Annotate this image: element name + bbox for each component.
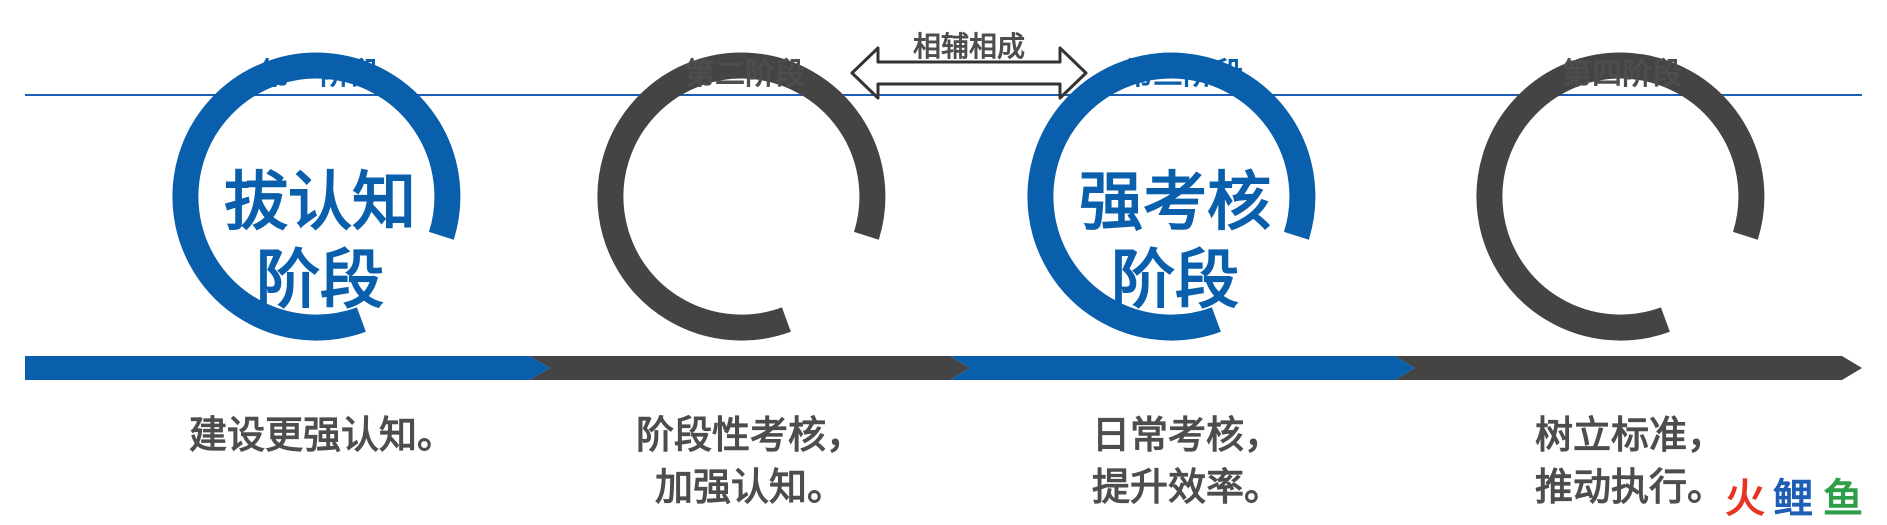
stage-3-label: 第三阶段 xyxy=(1123,57,1243,92)
stage-2-ring xyxy=(597,52,886,341)
double-arrow-icon xyxy=(850,46,1088,100)
stage-1-label: 第一阶段 xyxy=(260,57,380,92)
stage-3-caption-line1: 日常考核， xyxy=(1092,413,1282,457)
watermark-char-3: 鱼 xyxy=(1823,476,1863,522)
watermark-char-2: 鲤 xyxy=(1773,476,1813,522)
arrow-band-segment-1 xyxy=(25,356,550,380)
stage-4-label: 第四阶段 xyxy=(1562,57,1682,92)
stage-1-title-line1: 拔认知 xyxy=(224,166,416,240)
stage-2-caption-line2: 加强认知。 xyxy=(655,465,845,509)
watermark-logo: 火 鲤 鱼 xyxy=(1725,476,1863,522)
stage-4-ring xyxy=(1476,52,1765,341)
stage-3-ring xyxy=(1027,52,1316,341)
stage-1-caption-line1: 建设更强认知。 xyxy=(189,413,455,457)
watermark-char-1: 火 xyxy=(1725,476,1765,522)
arrow-band-segment-2 xyxy=(530,356,970,380)
stage-1-title-line2: 阶段 xyxy=(256,244,384,318)
stage-4-caption-line1: 树立标准， xyxy=(1535,413,1725,457)
stage-2-label: 第二阶段 xyxy=(685,57,805,92)
stage-3-title-line2: 阶段 xyxy=(1111,244,1239,318)
stage-3-caption-line2: 提升效率。 xyxy=(1092,465,1282,509)
stage-4-caption-line2: 推动执行。 xyxy=(1535,465,1725,509)
arrow-band-segment-4 xyxy=(1395,356,1862,380)
arrow-band-segment-3 xyxy=(950,356,1415,380)
stage-1-ring xyxy=(172,52,461,341)
link-label: 相辅相成 xyxy=(913,30,1025,63)
stage-3-title-line1: 强考核 xyxy=(1079,166,1271,240)
stage-2-caption-line1: 阶段性考核， xyxy=(636,413,864,457)
